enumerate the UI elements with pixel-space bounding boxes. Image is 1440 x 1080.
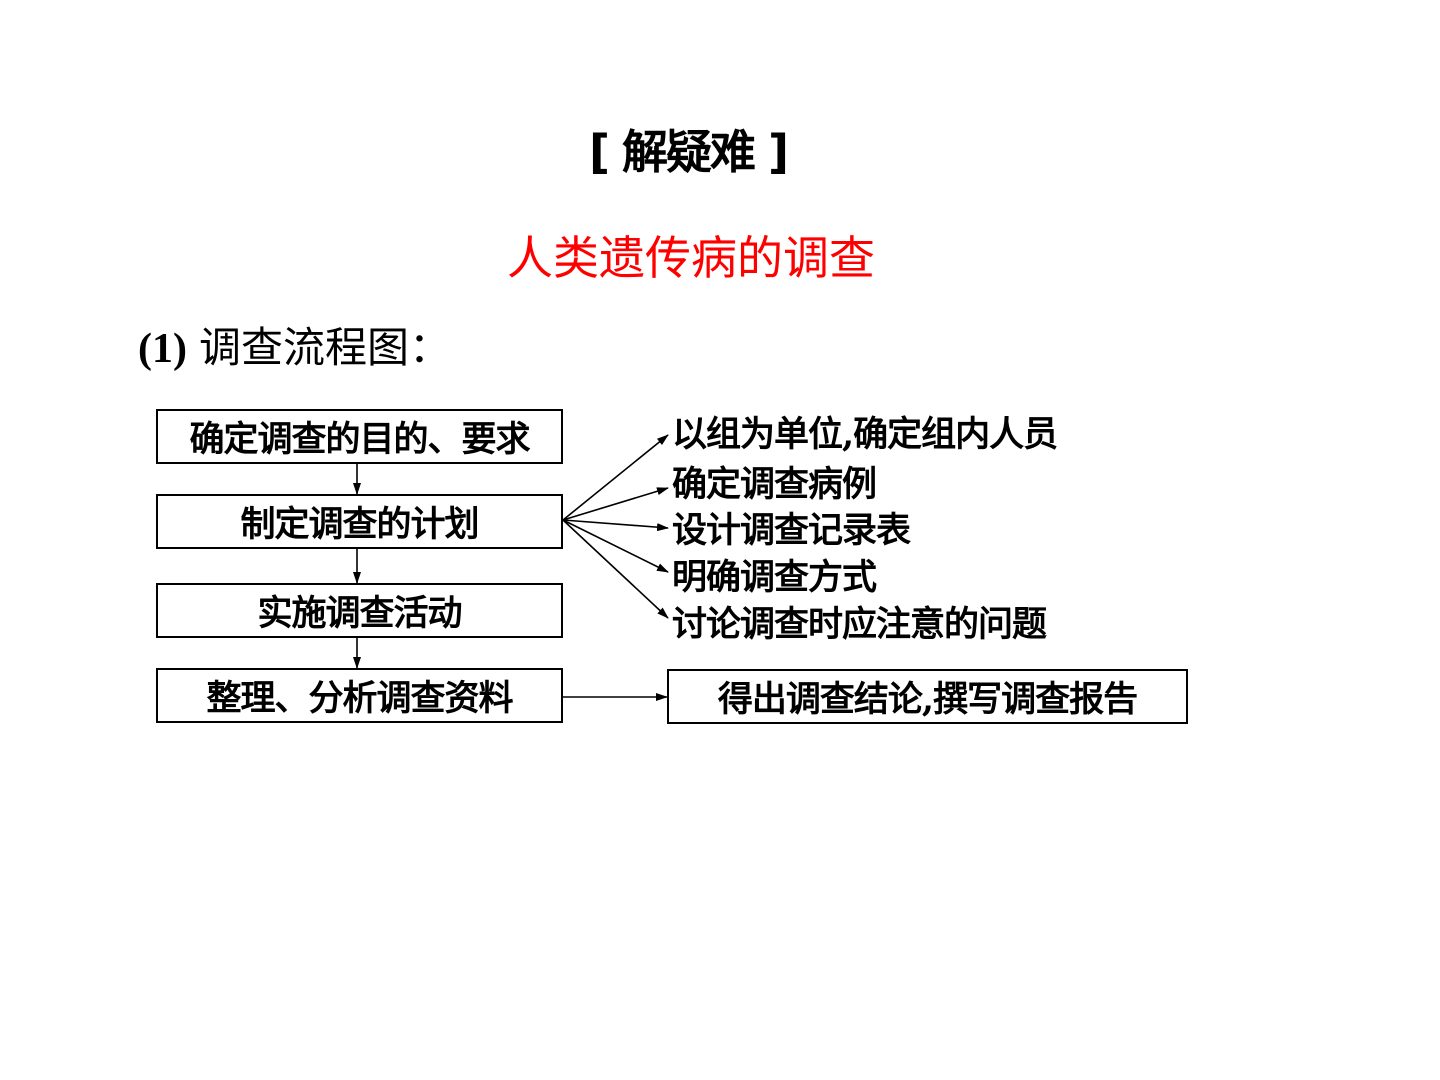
arrow-plan-to-detail-2 (562, 487, 669, 521)
plan-detail-2: 确定调查病例 (672, 464, 877, 505)
arrow-plan-to-detail-1 (562, 434, 669, 521)
plan-detail-4: 明确调查方式 (672, 557, 877, 598)
step-box-plan: 制定调查的计划 (156, 494, 563, 549)
plan-detail-1: 以组为单位,确定组内人员 (672, 414, 1058, 455)
step-box-purpose: 确定调查的目的、要求 (156, 409, 563, 464)
caption-text: 调查流程图： (198, 323, 451, 372)
step-box-analysis: 整理、分析调查资料 (156, 668, 563, 723)
arrow-plan-to-detail-4 (562, 519, 669, 573)
flowchart-caption: (1)调查流程图： (138, 318, 451, 379)
section-heading: [ 解疑难 ] (588, 125, 789, 179)
plan-detail-3: 设计调查记录表 (672, 510, 911, 551)
arrow-plan-to-detail-5 (562, 519, 669, 619)
caption-number: (1) (138, 326, 187, 372)
arrow-plan-to-detail-3 (562, 519, 669, 532)
result-box: 得出调查结论,撰写调查报告 (667, 669, 1188, 724)
topic-title: 人类遗传病的调查 (507, 231, 875, 285)
plan-detail-5: 讨论调查时应注意的问题 (672, 604, 1047, 645)
step-box-implement: 实施调查活动 (156, 583, 563, 638)
